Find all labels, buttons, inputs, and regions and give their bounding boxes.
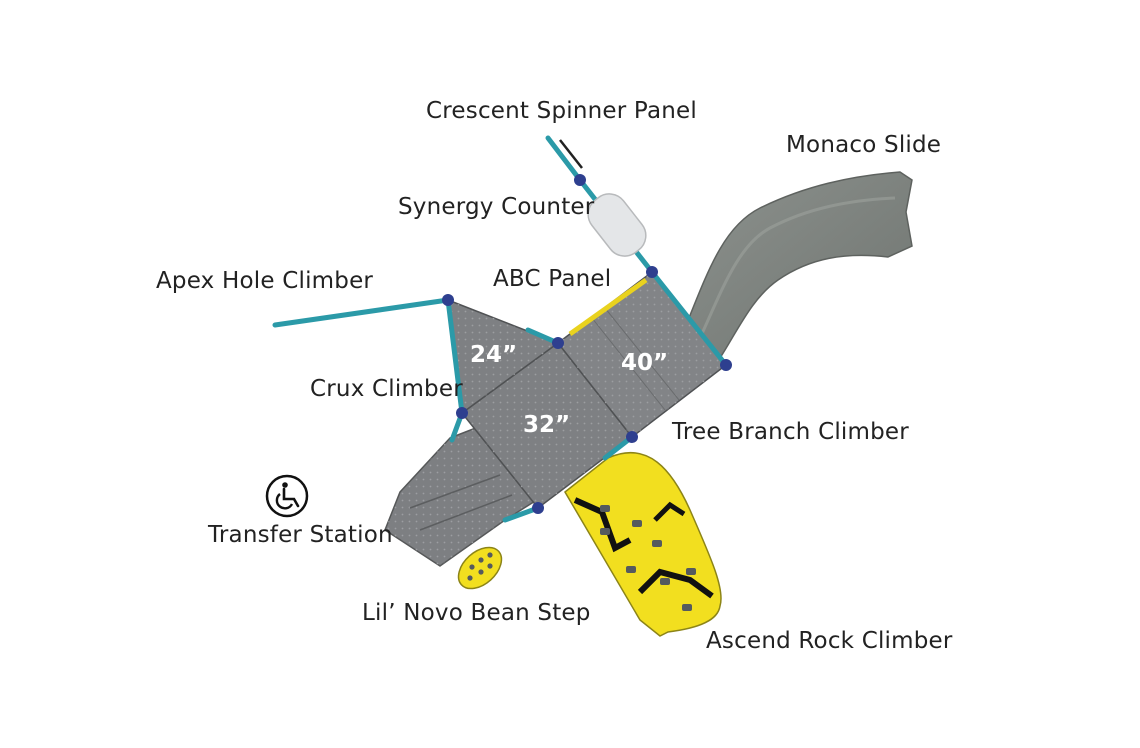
- crescent-spinner-panel: [559, 139, 583, 169]
- deck-32: [460, 341, 634, 510]
- posts: [442, 174, 732, 514]
- label-transfer-station: Transfer Station: [208, 522, 393, 548]
- deck-height-40: 40”: [621, 350, 669, 376]
- lil-novo-bean-step: [457, 546, 503, 590]
- synergy-counter: [587, 193, 647, 257]
- label-synergy-counter: Synergy Counter: [398, 194, 595, 220]
- label-apex-hole-climber: Apex Hole Climber: [156, 268, 374, 294]
- wheelchair-accessibility-icon: [265, 474, 309, 518]
- label-tree-branch-climber: Tree Branch Climber: [672, 419, 909, 445]
- label-monaco-slide: Monaco Slide: [786, 132, 942, 158]
- label-abc-panel: ABC Panel: [493, 266, 612, 292]
- abc-panel: [568, 277, 648, 337]
- monaco-slide: [676, 171, 913, 359]
- label-ascend-rock-climber: Ascend Rock Climber: [706, 628, 953, 654]
- deck-height-24: 24”: [470, 342, 518, 368]
- label-lil-novo-bean-step: Lil’ Novo Bean Step: [362, 600, 591, 626]
- label-crescent-spinner-panel: Crescent Spinner Panel: [426, 98, 697, 124]
- ascend-rock-climber: [564, 452, 722, 637]
- deck-height-32: 32”: [523, 412, 571, 438]
- label-crux-climber: Crux Climber: [310, 376, 463, 402]
